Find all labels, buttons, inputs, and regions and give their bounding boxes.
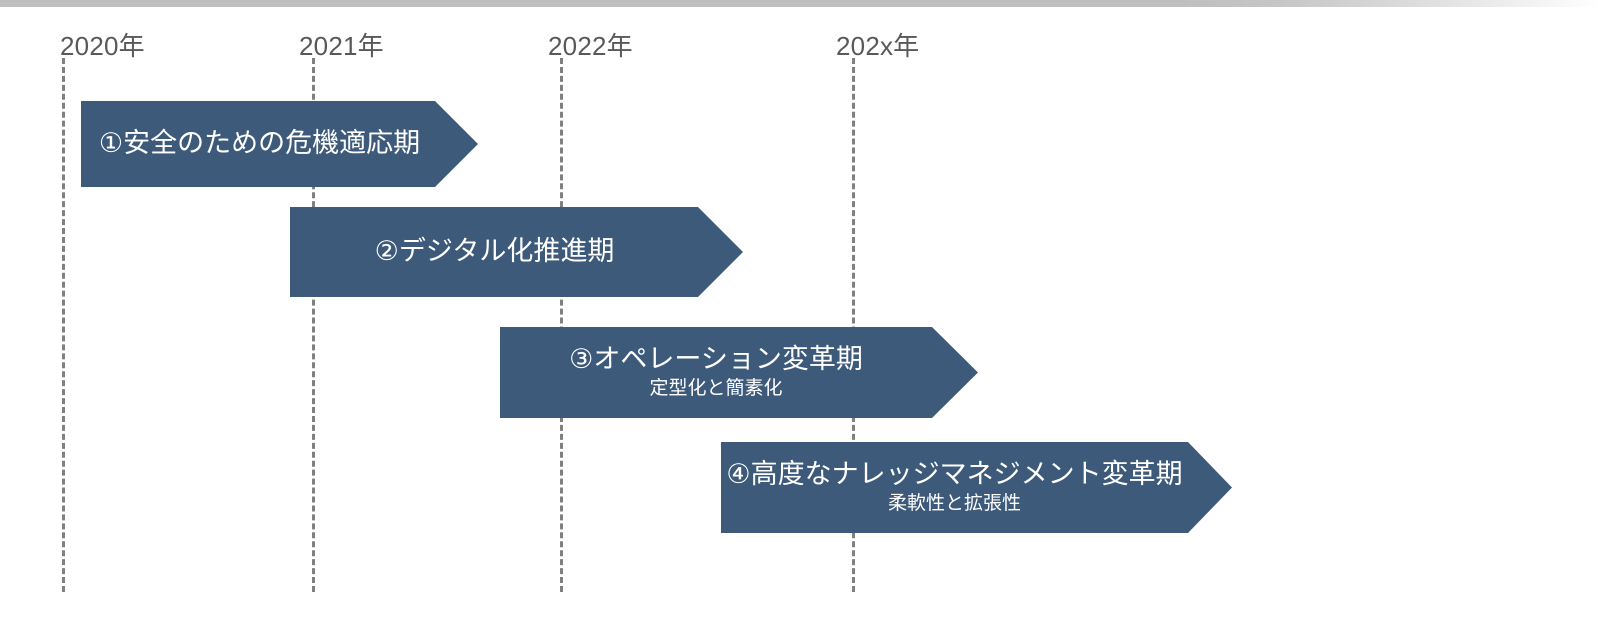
phase-arrow[interactable]: ②デジタル化推進期: [290, 207, 743, 297]
timeline-year-label: 2021年: [299, 31, 384, 61]
timeline-tick-line: [62, 58, 65, 592]
phase-text-block: ②デジタル化推進期: [375, 236, 615, 268]
timeline-tick-line: [852, 58, 855, 592]
phase-subtitle: 定型化と簡素化: [649, 378, 783, 400]
timeline-year-label: 2022年: [548, 31, 633, 61]
phase-title: ②デジタル化推進期: [374, 236, 615, 267]
phase-title: ③オペレーション変革期: [569, 344, 863, 375]
phase-subtitle: 柔軟性と拡張性: [887, 493, 1021, 515]
phase-arrow[interactable]: ①安全のための危機適応期: [81, 101, 478, 187]
timeline-year-label: 2020年: [60, 31, 145, 61]
phase-text-block: ④高度なナレッジマネジメント変革期柔軟性と拡張性: [726, 459, 1182, 516]
phase-title: ①安全のための危機適応期: [98, 128, 421, 159]
top-decorative-bar: [0, 0, 1600, 7]
phase-text-block: ③オペレーション変革期定型化と簡素化: [569, 344, 863, 401]
phase-arrow[interactable]: ④高度なナレッジマネジメント変革期柔軟性と拡張性: [721, 442, 1232, 533]
timeline-year-label: 202x年: [836, 31, 920, 61]
timeline-tick-line: [560, 58, 563, 592]
timeline-tick-line: [312, 58, 315, 592]
phase-title: ④高度なナレッジマネジメント変革期: [726, 459, 1183, 490]
phase-arrow[interactable]: ③オペレーション変革期定型化と簡素化: [500, 327, 978, 418]
phase-text-block: ①安全のための危機適応期: [99, 128, 420, 160]
